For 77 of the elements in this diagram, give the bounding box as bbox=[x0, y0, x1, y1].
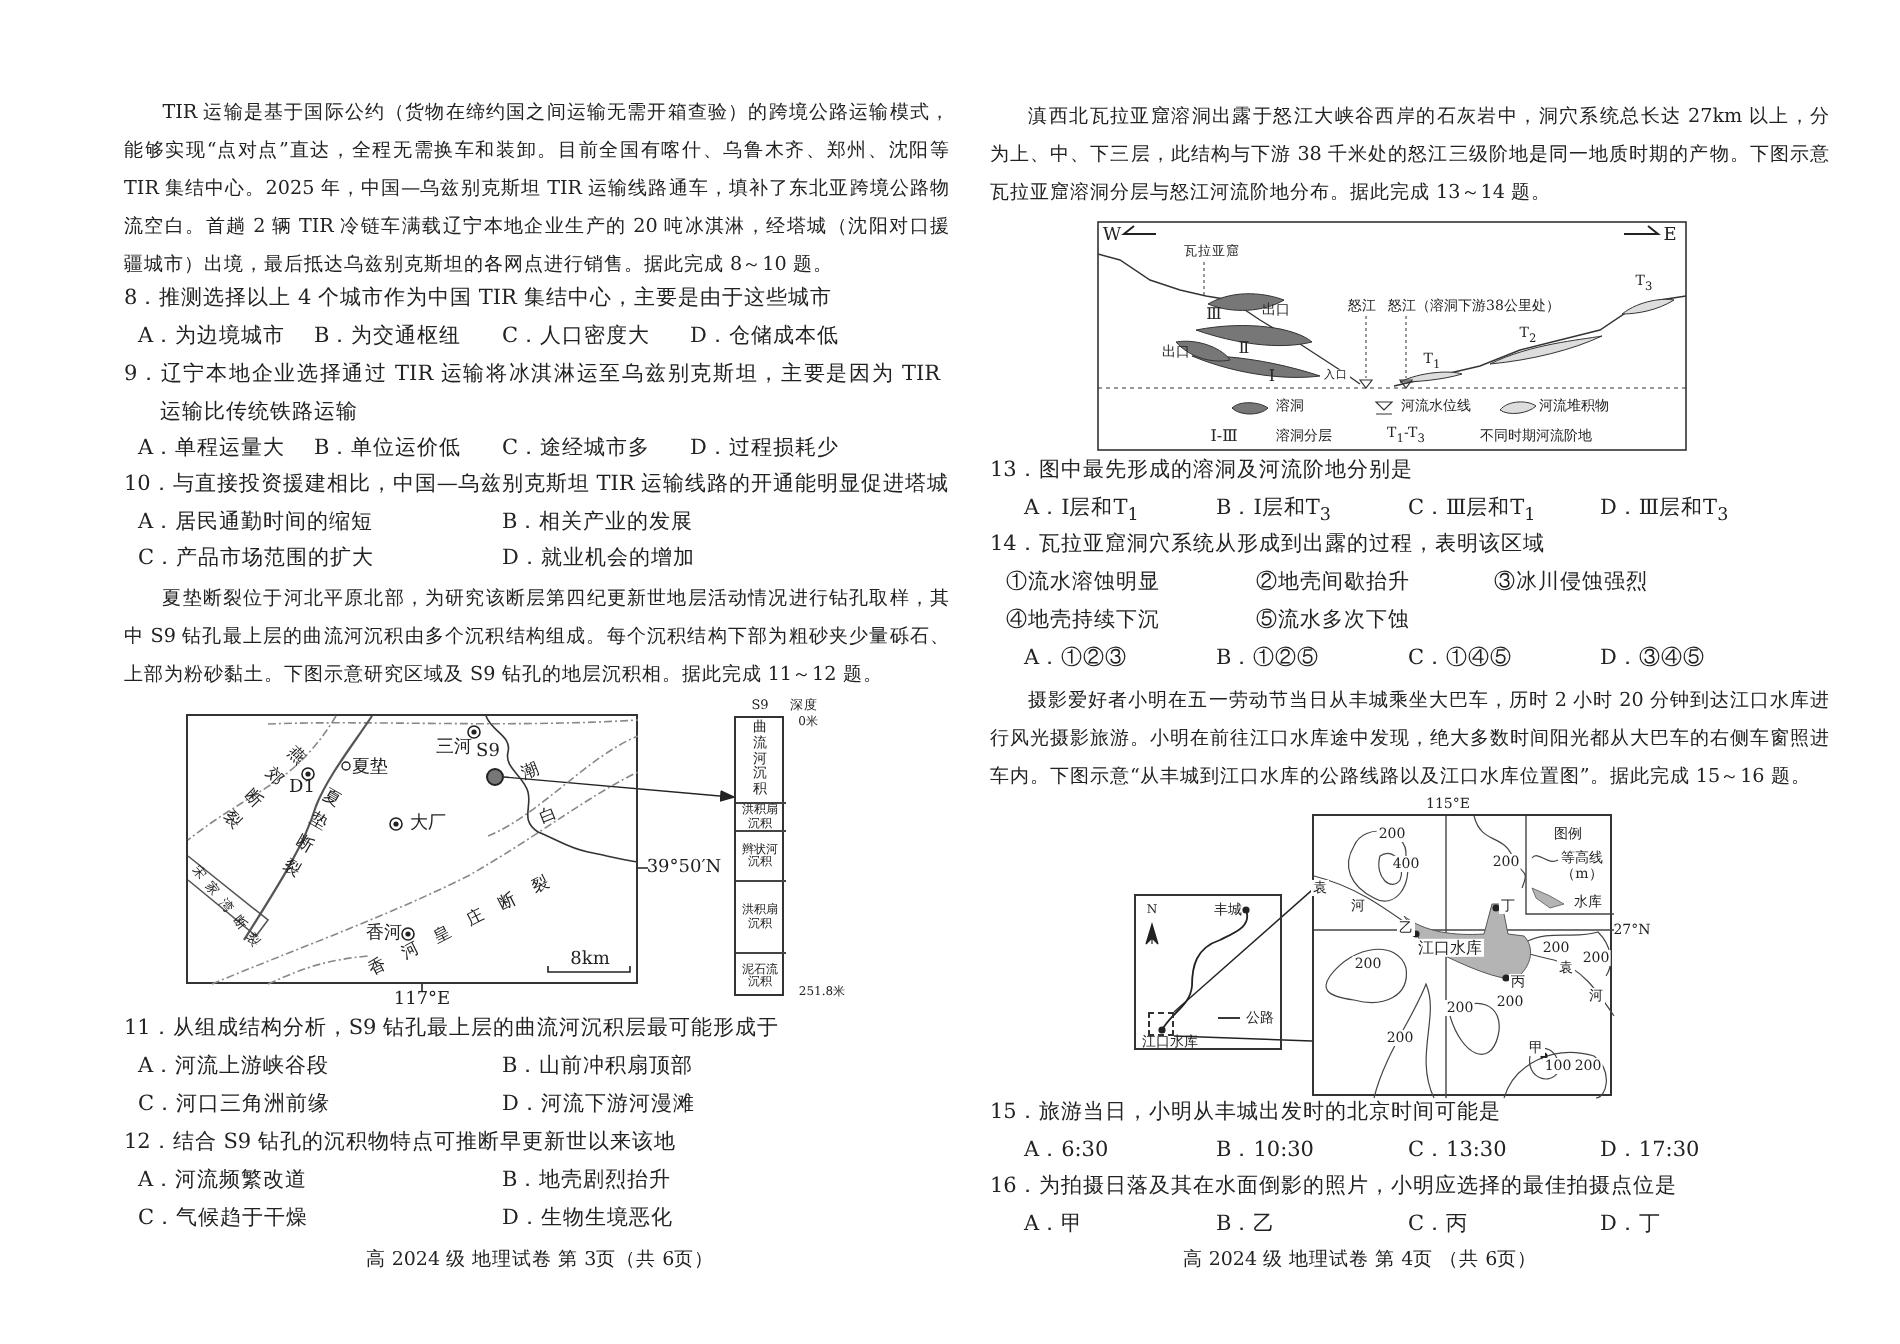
answer-option: A．甲 bbox=[1024, 1212, 1084, 1237]
map-label: 江口水库 bbox=[1416, 938, 1484, 958]
answer-option: D．③④⑤ bbox=[1600, 646, 1705, 671]
answer-option: B．地壳剧烈抬升 bbox=[502, 1168, 672, 1193]
answer-option: C．河口三角洲前缘 bbox=[138, 1092, 331, 1117]
answer-option: A．居民通勤时间的缩短 bbox=[138, 510, 374, 535]
answer-option: B．单位运价低 bbox=[314, 436, 462, 461]
question-text: 12．结合 S9 钻孔的沉积物特点可推断早更新世以来该地 bbox=[124, 1130, 676, 1155]
passage-text: TIR 运输是基于国际公约（货物在缔约国之间运输无需开箱查验）的跨境公路运输模式，能够实现“点对点”直达，全程无需换车和装卸。目前全国有喀什、乌鲁木齐、郑州、沈阳等 TIR 集结中心。2025 年，中国—乌兹别克斯坦 TIR 运输线路通车，填补了东北亚跨境公路物流空白。首趟 2 辆 TIR 冷链车满载辽宁本地企业生产的 20 吨冰淇淋，经塔城（沈阳对口援疆城市）出境，最后抵达乌兹别克斯坦的各网点进行销售。据此完成 8～10 题。 bbox=[124, 100, 950, 280]
answer-option: C．途经城市多 bbox=[502, 436, 651, 461]
figure-label: W bbox=[1102, 225, 1122, 247]
answer-option: B．乙 bbox=[1216, 1212, 1276, 1237]
figure-label: Ⅱ bbox=[1238, 338, 1250, 358]
answer-option: B．Ⅰ层和T$_{3}$ bbox=[1216, 496, 1331, 527]
answer-option: A．为边境城市 bbox=[138, 324, 286, 349]
answer-option: A．6:30 bbox=[1024, 1138, 1109, 1163]
passage-text: 摄影爱好者小明在五一劳动节当日从丰城乘坐大巴车，历时 2 小时 20 分钟到达江口水库进行风光摄影旅游。小明在前往江口水库途中发现，绝大多数时间阳光都从大巴车的右侧车窗照进车内。下图示意“从丰城到江口水库的公路线路以及江口水库位置图”。据此完成 15～16 题。 bbox=[990, 688, 1830, 792]
map-label: 8km bbox=[570, 949, 610, 971]
answer-option: C．①④⑤ bbox=[1408, 646, 1513, 671]
answer-option: A．①②③ bbox=[1024, 646, 1128, 671]
figure-label: E bbox=[1663, 225, 1677, 247]
answer-option: A．河流频繁改道 bbox=[138, 1168, 308, 1193]
inset-map bbox=[1134, 894, 1282, 1050]
answer-option: A．单程运量大 bbox=[138, 436, 286, 461]
answer-option: D．就业机会的增加 bbox=[502, 546, 695, 571]
answer-option: D．河流下游河漫滩 bbox=[502, 1092, 695, 1117]
answer-option: D．仓储成本低 bbox=[690, 324, 839, 349]
passage-text: 滇西北瓦拉亚窟溶洞出露于怒江大峡谷西岸的石灰岩中，洞穴系统总长达 27km 以上，分为上、中、下三层，此结构与下游 38 千米处的怒江三级阶地是同一地质时期的产物。下图示意瓦拉亚窟溶洞分层与怒江河流阶地分布。据此完成 13～14 题。 bbox=[990, 104, 1830, 208]
arrow bbox=[503, 776, 736, 802]
connector-line bbox=[1173, 1035, 1313, 1042]
answer-option: C．丙 bbox=[1408, 1212, 1469, 1237]
answer-option: A．河流上游峡谷段 bbox=[138, 1054, 330, 1079]
answer-choice: ①流水溶蚀明显 bbox=[1006, 570, 1160, 595]
coordinate-label: 39°50′N bbox=[646, 857, 722, 879]
answer-option: D．Ⅲ层和T$_{3}$ bbox=[1600, 496, 1729, 527]
coordinate-label: 117°E bbox=[393, 989, 451, 1011]
strata-layer bbox=[736, 802, 786, 830]
answer-option: C．Ⅲ层和T$_{1}$ bbox=[1408, 496, 1536, 527]
question-text: 8．推测选择以上 4 个城市作为中国 TIR 集结中心，主要是由于这些城市 bbox=[124, 286, 832, 311]
map-label: 潮白 bbox=[510, 744, 563, 840]
connector-line bbox=[1173, 889, 1313, 1013]
answer-option: A．Ⅰ层和T$_{1}$ bbox=[1024, 496, 1139, 527]
answer-option: D．生物生境恶化 bbox=[502, 1206, 673, 1231]
map-label: 三河 bbox=[436, 737, 472, 759]
question-text: 13．图中最先形成的溶洞及河流阶地分别是 bbox=[990, 458, 1413, 483]
figure-label: Ⅰ bbox=[1268, 366, 1276, 386]
map-label: 大厂 bbox=[410, 813, 446, 835]
question-text: 16．为拍摄日落及其在水面倒影的照片，小明应选择的最佳拍摄点位是 bbox=[990, 1174, 1677, 1199]
question-text: 10．与直接投资援建相比，中国—乌兹别克斯坦 TIR 运输线路的开通能明显促进塔城 bbox=[124, 472, 950, 497]
answer-option: B．相关产业的发展 bbox=[502, 510, 694, 535]
passage-text: 夏垫断裂位于河北平原北部，为研究该断层第四纪更新世地层活动情况进行钻孔取样，其中 S9 钻孔最上层的曲流河沉积由多个沉积结构组成。每个沉积结构下部为粗砂夹少量砾石、上部为粉砂黏土。下图示意研究区域及 S9 钻孔的地层沉积相。据此完成 11～12 题。 bbox=[124, 586, 950, 690]
question-text: 15．旅游当日，小明从丰城出发时的北京时间可能是 bbox=[990, 1100, 1501, 1125]
question-text: 14．瓦拉亚窟洞穴系统从形成到出露的过程，表明该区域 bbox=[990, 532, 1545, 557]
figure-label: Ⅲ bbox=[1206, 304, 1222, 324]
answer-choice: ③冰川侵蚀强烈 bbox=[1494, 570, 1648, 595]
answer-option: D．17:30 bbox=[1600, 1138, 1700, 1163]
answer-option: B．为交通枢纽 bbox=[314, 324, 462, 349]
figure-label: Ⅰ-Ⅲ bbox=[1210, 426, 1238, 446]
answer-option: C．产品市场范围的扩大 bbox=[138, 546, 375, 571]
page-footer: 高 2024 级 地理试卷 第 4页 （共 6页） bbox=[1182, 1251, 1538, 1273]
page-footer: 高 2024 级 地理试卷 第 3页（共 6页） bbox=[365, 1251, 715, 1273]
map-label: 香河 bbox=[366, 923, 402, 944]
map-label: S9 bbox=[476, 741, 500, 763]
answer-option: C．人口密度大 bbox=[502, 324, 651, 349]
answer-option: B．10:30 bbox=[1216, 1138, 1314, 1163]
map-label: 夏垫 bbox=[352, 757, 388, 779]
answer-option: B．①②⑤ bbox=[1216, 646, 1320, 671]
answer-choice: ②地壳间歇抬升 bbox=[1256, 570, 1410, 595]
answer-option: C．气候趋于干燥 bbox=[138, 1206, 309, 1231]
answer-choice: ⑤流水多次下蚀 bbox=[1256, 608, 1410, 633]
answer-choice: ④地壳持续下沉 bbox=[1006, 608, 1160, 633]
answer-option: C．13:30 bbox=[1408, 1138, 1507, 1163]
question-text: 11．从组成结构分析，S9 钻孔最上层的曲流河沉积层最可能形成于 bbox=[124, 1016, 780, 1041]
answer-option: B．山前冲积扇顶部 bbox=[502, 1054, 694, 1079]
question-text: 9．辽宁本地企业选择通过 TIR 运输将冰淇淋运至乌兹别克斯坦，主要是因为 TIR 运输比传统铁路运输 bbox=[124, 360, 940, 428]
answer-option: D．过程损耗少 bbox=[690, 436, 839, 461]
answer-option: D．丁 bbox=[1600, 1212, 1661, 1237]
